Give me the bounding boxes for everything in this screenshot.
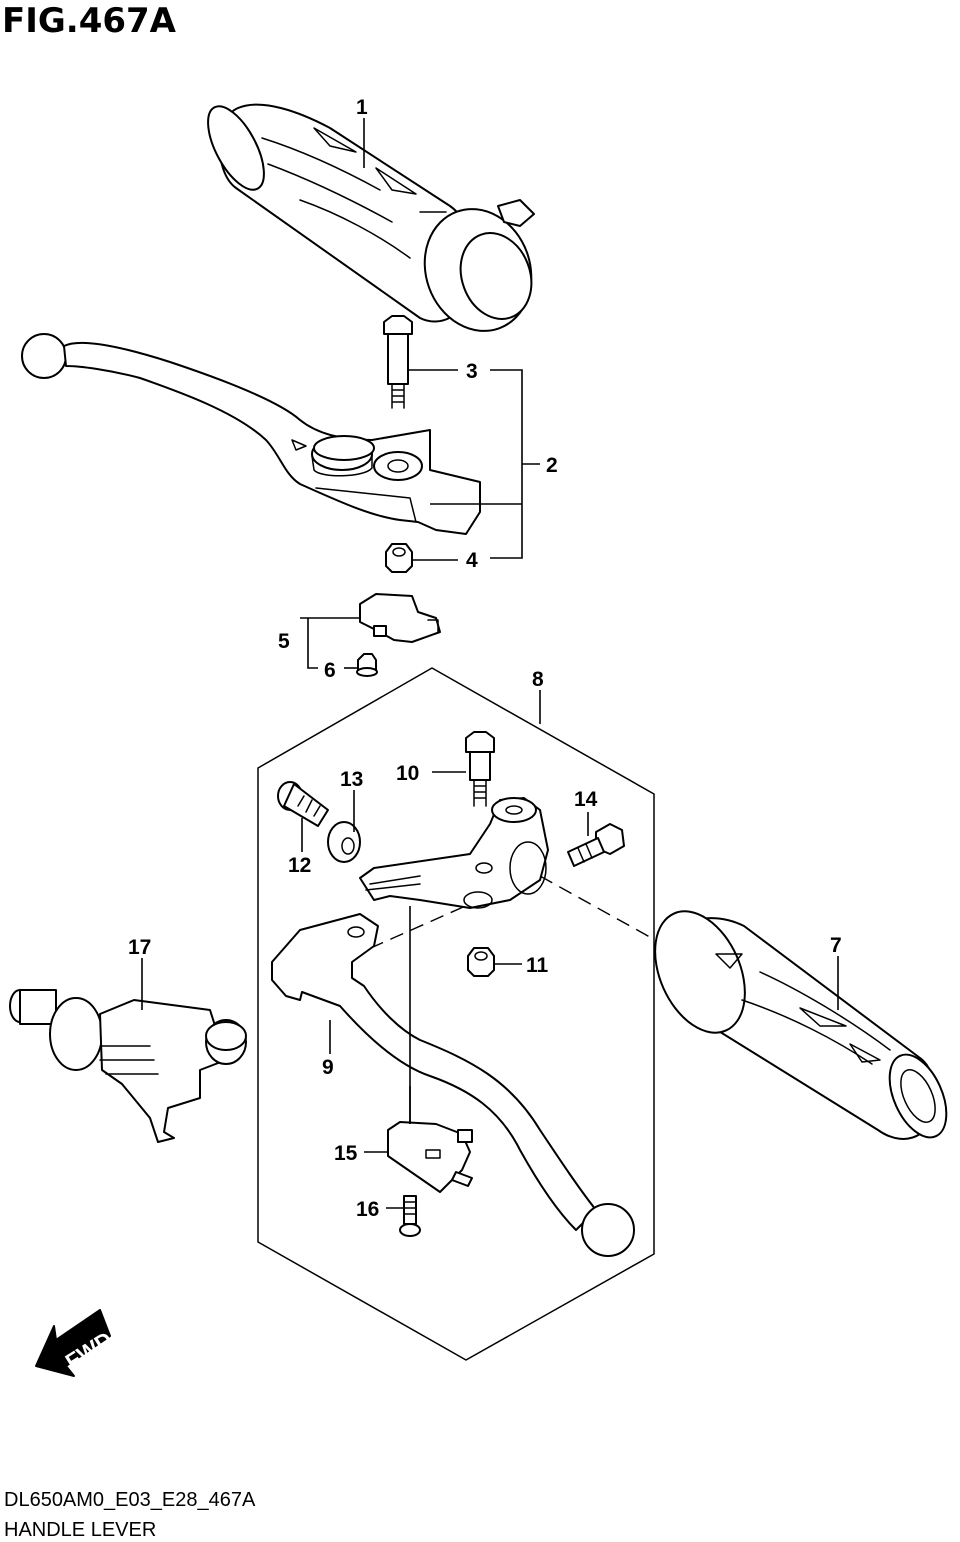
callout-12: 12 [288, 854, 311, 877]
callout-11: 11 [526, 954, 549, 977]
callout-6: 6 [324, 659, 336, 682]
diagram-name: HANDLE LEVER [4, 1519, 157, 1541]
model-code: DL650AM0_E03_E28_467A [4, 1489, 256, 1511]
callout-7: 7 [830, 934, 842, 957]
figure-title: FIG.467A [2, 1, 176, 41]
callout-9: 9 [322, 1056, 334, 1079]
front-brake-switch[interactable] [359, 593, 441, 643]
clutch-nut[interactable] [467, 947, 495, 977]
callout-3: 3 [466, 360, 478, 383]
clutch-switch[interactable] [387, 1121, 473, 1193]
callout-4: 4 [466, 549, 478, 572]
clutch-lever-holder[interactable] [9, 989, 247, 1143]
left-handlebar-grip[interactable] [637, 897, 957, 1146]
callout-13: 13 [340, 768, 363, 791]
adjuster-bolt[interactable] [277, 781, 329, 827]
adjuster-washer[interactable] [327, 821, 361, 863]
switch-screw[interactable] [356, 653, 378, 677]
callout-14: 14 [574, 788, 598, 811]
lever-nut[interactable] [385, 543, 413, 573]
fwd-arrow-icon: FWD [35, 1309, 117, 1377]
clutch-pivot-bolt[interactable] [465, 731, 495, 807]
callout-1: 1 [356, 96, 368, 119]
callout-17: 17 [128, 936, 151, 959]
callout-5: 5 [278, 630, 290, 653]
callout-labels: 1 2 3 4 5 6 7 8 9 10 11 12 13 14 15 16 1… [128, 96, 842, 1221]
bracket-clamp-bolt[interactable] [567, 823, 625, 867]
leader-lines [141, 118, 839, 1209]
throttle-grip[interactable] [197, 98, 548, 346]
front-brake-lever[interactable] [21, 333, 481, 535]
callout-2: 2 [546, 454, 558, 477]
callout-15: 15 [334, 1142, 358, 1165]
callout-10: 10 [396, 762, 419, 785]
switch-mounting-screw[interactable] [399, 1195, 421, 1237]
clutch-lever[interactable] [271, 913, 635, 1257]
lever-pivot-bolt[interactable] [383, 315, 413, 409]
clutch-lever-bracket[interactable] [359, 797, 549, 909]
callout-16: 16 [356, 1198, 379, 1221]
callout-8: 8 [532, 668, 544, 691]
